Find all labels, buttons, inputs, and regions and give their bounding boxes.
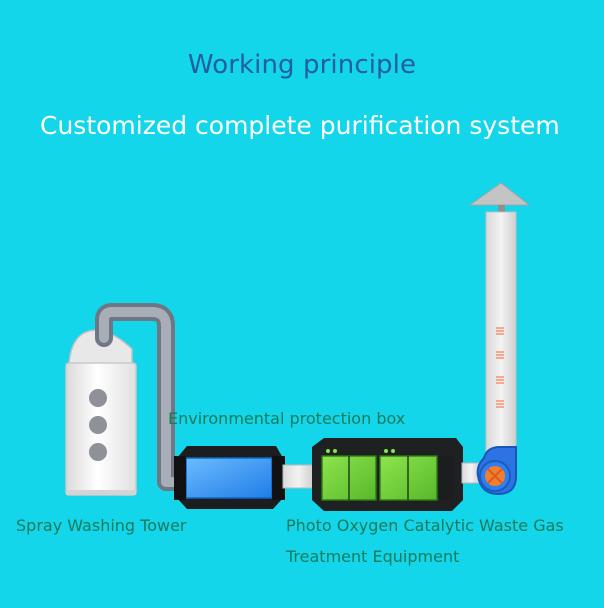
connector-pipe-1: [282, 464, 314, 489]
exhaust-stack: [468, 182, 531, 461]
environmental-protection-box: [174, 446, 285, 509]
photo-oxygen-catalytic-equipment: [312, 438, 463, 511]
treatment-equipment-label: Treatment Equipment: [286, 547, 460, 566]
exhaust-arrow-up-icon: [468, 182, 531, 206]
page-subtitle: Customized complete purification system: [40, 111, 560, 140]
spray-tower-label: Spray Washing Tower: [16, 516, 187, 535]
photo-oxygen-label: Photo Oxygen Catalytic Waste Gas: [286, 516, 564, 535]
environmental-box-label: Environmental protection box: [168, 409, 406, 428]
tower-port-circle-icon: [89, 389, 107, 407]
tower-port-circle-icon: [89, 443, 107, 461]
spray-washing-tower: [65, 329, 137, 496]
page-title: Working principle: [187, 50, 417, 80]
blower-fan: [476, 446, 517, 496]
tower-outlet-pipe: [95, 303, 185, 491]
tower-port-circle-icon: [89, 416, 107, 434]
